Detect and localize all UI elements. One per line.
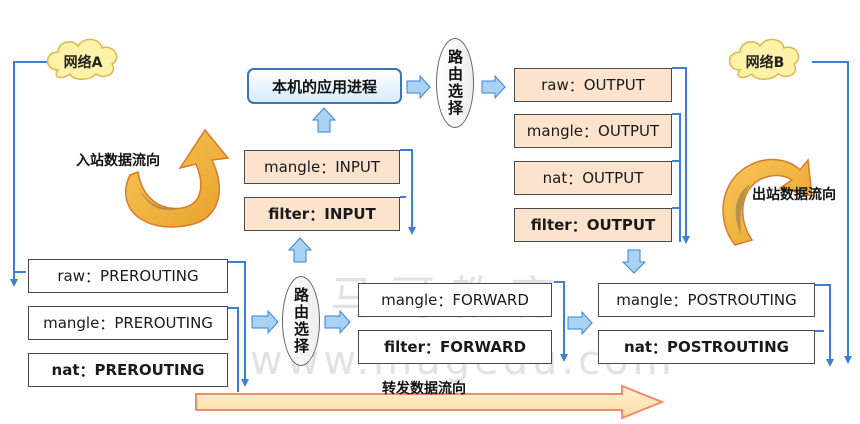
block-arrow-router-to-output [481, 74, 506, 100]
prerouting-bracket-1 [228, 261, 249, 387]
chain-name: POSTROUTING [667, 338, 789, 356]
postrouting-mangle-box: mangle：POSTROUTING [598, 283, 815, 317]
forward-mangle-box: mangle：FORWARD [358, 283, 552, 317]
chain-name: OUTPUT [582, 169, 644, 187]
inbound-flow-label: 入站数据流向 [76, 153, 160, 169]
chain-name: INPUT [335, 158, 381, 176]
table-name: mangle [263, 158, 321, 176]
table-name: raw [57, 267, 86, 285]
postrouting-bracket-1 [815, 284, 834, 367]
output-raw-box: raw：OUTPUT [514, 68, 672, 102]
table-name: mangle [616, 291, 673, 309]
prerouting-bracket-2 [228, 307, 239, 392]
routing-decision-bottom: 路由选择 [282, 276, 320, 366]
chain-name: FORWARD [440, 338, 527, 356]
cloud-a-shape [46, 38, 118, 80]
chain-name: FORWARD [452, 291, 529, 309]
forward-bracket [554, 281, 568, 362]
chain-name: PREROUTING [114, 314, 213, 332]
outbound-flow-label: 出站数据流向 [752, 187, 836, 203]
table-name: filter [530, 216, 572, 234]
cloud-b-shape [728, 38, 800, 80]
block-arrow-app-to-router [406, 74, 431, 100]
postrouting-nat-box: nat：POSTROUTING [598, 330, 815, 364]
table-name: mangle [43, 314, 100, 332]
forward-flow-arrow [195, 384, 665, 420]
table-name: filter [268, 205, 310, 223]
prerouting-raw-box: raw：PREROUTING [28, 259, 228, 293]
output-nat-box: nat：OUTPUT [514, 161, 672, 195]
block-arrow-output-to-postrouting [621, 249, 647, 274]
input-filter-box: filter：INPUT [244, 197, 400, 231]
chain-name: PREROUTING [100, 267, 199, 285]
input-bracket [400, 149, 416, 235]
network-b-line [812, 61, 852, 364]
network-a-line [10, 61, 50, 287]
network-b-label: 网络B [745, 55, 785, 71]
forward-flow-label: 转发数据流向 [382, 381, 466, 397]
chain-name: INPUT [324, 205, 376, 223]
table-name: nat [51, 361, 80, 379]
local-app-process: 本机的应用进程 [247, 68, 402, 104]
output-bracket-2 [672, 113, 681, 242]
block-arrow-router-to-input [287, 237, 313, 263]
output-bracket-1 [672, 67, 690, 244]
output-filter-box: filter：OUTPUT [514, 208, 672, 242]
inbound-curve-arrow [125, 128, 230, 228]
network-a-label: 网络A [63, 55, 103, 71]
input-mangle-box: mangle：INPUT [244, 150, 400, 184]
prerouting-nat-box: nat：PREROUTING [28, 353, 228, 387]
table-name: mangle [381, 291, 438, 309]
table-name: nat [542, 169, 568, 187]
forward-filter-box: filter：FORWARD [358, 330, 552, 364]
routing-decision-top: 路由选择 [436, 38, 474, 128]
block-arrow-forward-to-postrouting [567, 310, 593, 336]
block-arrow-router-to-forward [324, 309, 351, 335]
chain-name: OUTPUT [586, 216, 656, 234]
outbound-curve-arrow [722, 158, 813, 246]
chain-name: OUTPUT [598, 122, 660, 140]
table-name: raw [541, 76, 569, 94]
chain-name: OUTPUT [583, 76, 645, 94]
prerouting-mangle-box: mangle：PREROUTING [28, 306, 228, 340]
block-arrow-input-to-app [311, 107, 337, 133]
chain-name: POSTROUTING [687, 291, 797, 309]
output-mangle-box: mangle：OUTPUT [514, 114, 672, 148]
routing-decision-bottom-label: 路由选择 [292, 287, 310, 355]
table-name: nat [624, 338, 652, 356]
chain-name: PREROUTING [94, 361, 205, 379]
table-name: mangle [526, 122, 584, 140]
table-name: filter [383, 338, 425, 356]
routing-decision-top-label: 路由选择 [446, 49, 464, 117]
block-arrow-prerouting-to-router [251, 309, 279, 335]
